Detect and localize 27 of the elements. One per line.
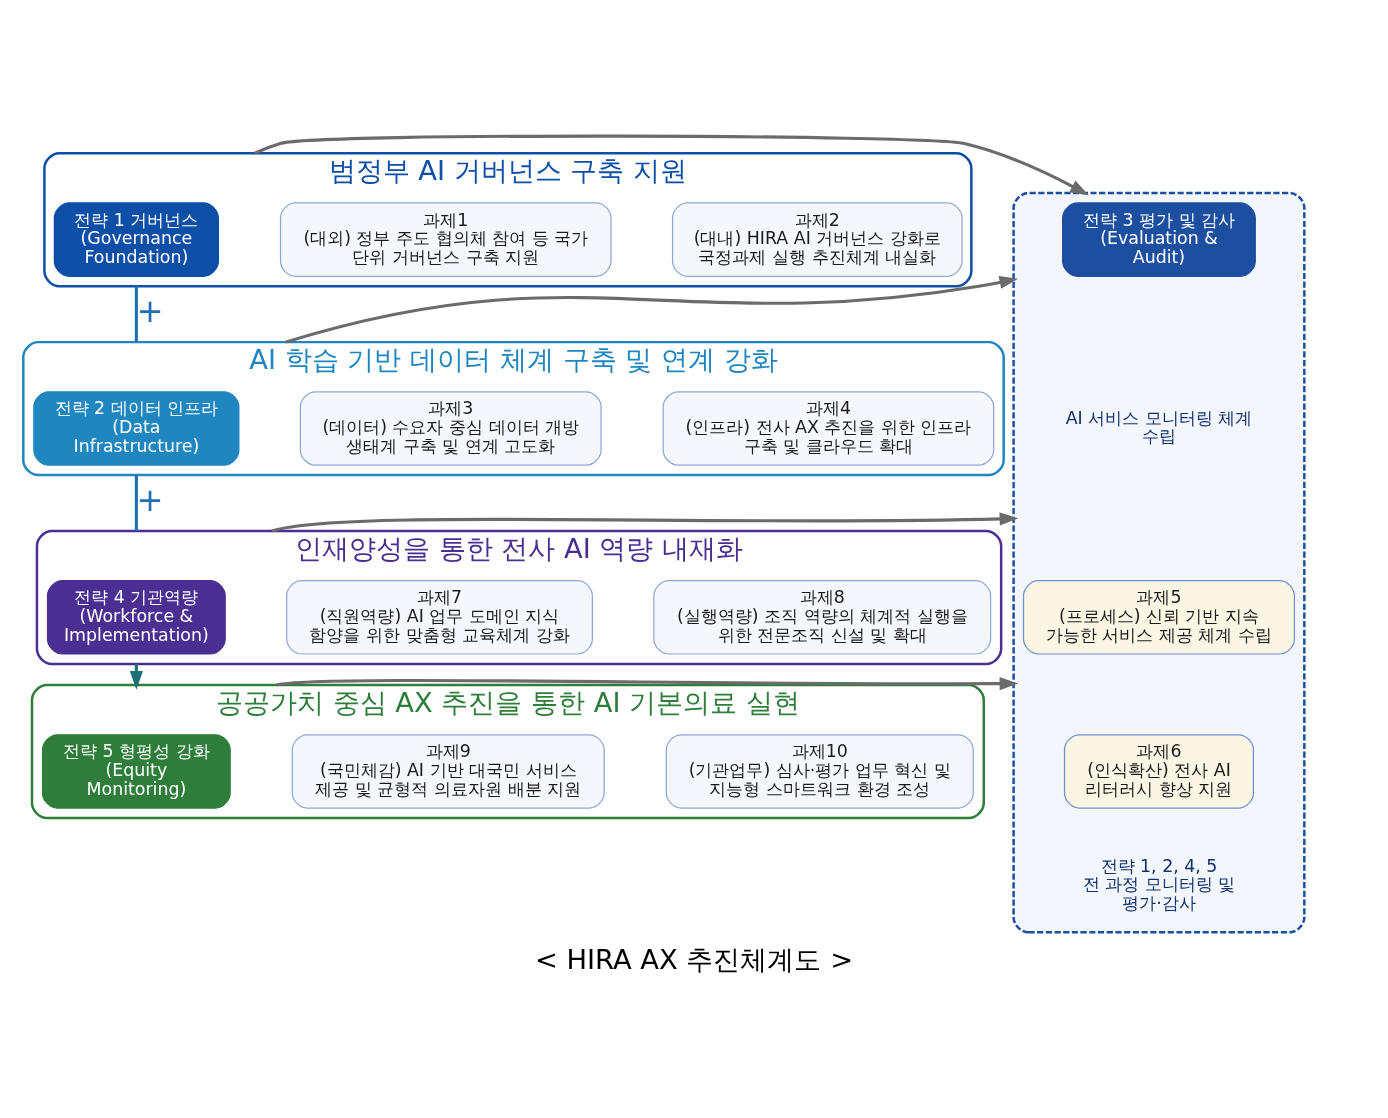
node-box: 과제10 (기관업무) 심사·평가 업무 혁신 및 지능형 스마트워크 환경 조성 <box>665 734 974 809</box>
node-box: 과제3 (데이터) 수요자 중심 데이터 개방 생태계 구축 및 연계 고도화 <box>299 391 602 466</box>
node-box: 전략 3 평가 및 감사 (Evaluation & Audit) <box>1062 202 1256 277</box>
node-box: 전략 5 형평성 강화 (Equity Monitoring) <box>41 734 231 809</box>
node-box: 전략 2 데이터 인프라 (Data Infrastructure) <box>33 391 240 466</box>
node-box: 과제6 (인식확산) 전사 AI 리터러시 향상 지원 <box>1063 734 1255 809</box>
node-text: AI 서비스 모니터링 체계 수립 <box>1065 407 1253 447</box>
node-box: 전략 4 기관역량 (Workforce & Implementation) <box>46 580 226 655</box>
edge-label: + <box>136 291 164 330</box>
arrow <box>276 677 1019 691</box>
node-box: 과제8 (실행역량) 조직 역량의 체계적 실행을 위한 전문조직 신설 및 확대 <box>653 580 992 655</box>
arrow <box>253 134 1089 196</box>
caption: < HIRA AX 추진체계도 > <box>534 944 854 976</box>
node-box: 과제7 (직원역량) AI 업무 도메인 지식 함양을 위한 맞춤형 교육체계 강화 <box>286 580 593 655</box>
connector <box>134 475 138 531</box>
node-text: 전략 1, 2, 4, 5 전 과정 모니터링 및 평가·감사 <box>1082 855 1236 913</box>
arrow <box>271 512 1019 533</box>
node-box: 전략 1 거버넌스 (Governance Foundation) <box>53 202 219 277</box>
node-box: 과제9 (국민체감) AI 기반 대국민 서비스 제공 및 균형적 의료자원 배분 지원 <box>291 734 605 809</box>
node-box: 과제2 (대내) HIRA AI 거버넌스 강화로 국정과제 실행 추진체계 내실화 <box>671 202 963 277</box>
cluster <box>1012 191 1306 934</box>
node-box: 과제4 (인프라) 전사 AX 추진을 위한 인프라 구축 및 클라우드 확대 <box>662 391 995 466</box>
edge-label: + <box>136 480 164 519</box>
node-box: 과제5 (프로세스) 신뢰 기반 지속 가능한 서비스 제공 체계 수립 <box>1022 580 1296 655</box>
node-box: 과제1 (대외) 정부 주도 협의체 참여 등 국가 단위 거버넌스 구축 지원 <box>279 202 612 277</box>
arrow <box>285 276 1019 344</box>
connector <box>134 286 138 343</box>
